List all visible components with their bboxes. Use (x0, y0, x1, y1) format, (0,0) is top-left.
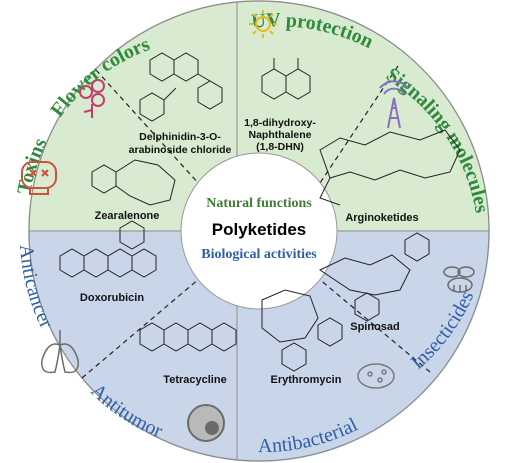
compound-erythromycin: Erythromycin (271, 374, 342, 386)
tumor-cell-icon (187, 404, 225, 442)
spinosad-structure (318, 232, 430, 322)
compound-spinosad: Spinosad (350, 321, 400, 333)
tetracycline-structure (139, 322, 237, 352)
compound-dhn-line2: Naphthalene (248, 129, 311, 141)
divider-anticancer-antitumor (81, 277, 201, 379)
compound-delphinidin-line1: Delphinidin-3-O- (139, 131, 221, 143)
biological-activities-half (28, 231, 490, 462)
doxorubicin-structure (59, 220, 157, 278)
center-title-bottom: Biological activities (201, 247, 317, 262)
lungs-icon (41, 330, 79, 374)
compound-dhn-line1: 1,8-dihydroxy- (244, 117, 316, 129)
compound-arginoketides: Arginoketides (345, 212, 418, 224)
divider-antibacterial-insect (317, 277, 431, 373)
bacteria-icon (357, 363, 395, 389)
arginoketides-structure (319, 129, 461, 206)
zearalenone-structure (91, 159, 176, 206)
naphthalene-structure (261, 58, 311, 100)
compound-doxorubicin: Doxorubicin (80, 292, 144, 304)
compound-zearalenone: Zearalenone (95, 210, 160, 222)
erythromycin-structure (261, 289, 343, 372)
compound-tetracycline: Tetracycline (163, 374, 226, 386)
center-title: Polyketides (212, 220, 307, 239)
bee-icon (443, 266, 475, 293)
antenna-icon (379, 80, 409, 129)
center-circle (180, 152, 338, 310)
delphinidin-structure (139, 52, 223, 122)
divider-uv-signal (317, 65, 399, 187)
center-title-top: Natural functions (206, 196, 312, 211)
flower-icon (79, 79, 105, 118)
compound-delphinidin-line2: arabinoside chloride (129, 144, 232, 156)
compound-dhn-line3: (1,8-DHN) (256, 141, 304, 153)
divider-flower-toxins (95, 69, 201, 186)
skull-icon (21, 161, 57, 195)
sun-icon (249, 10, 277, 38)
natural-functions-half (28, 0, 490, 232)
